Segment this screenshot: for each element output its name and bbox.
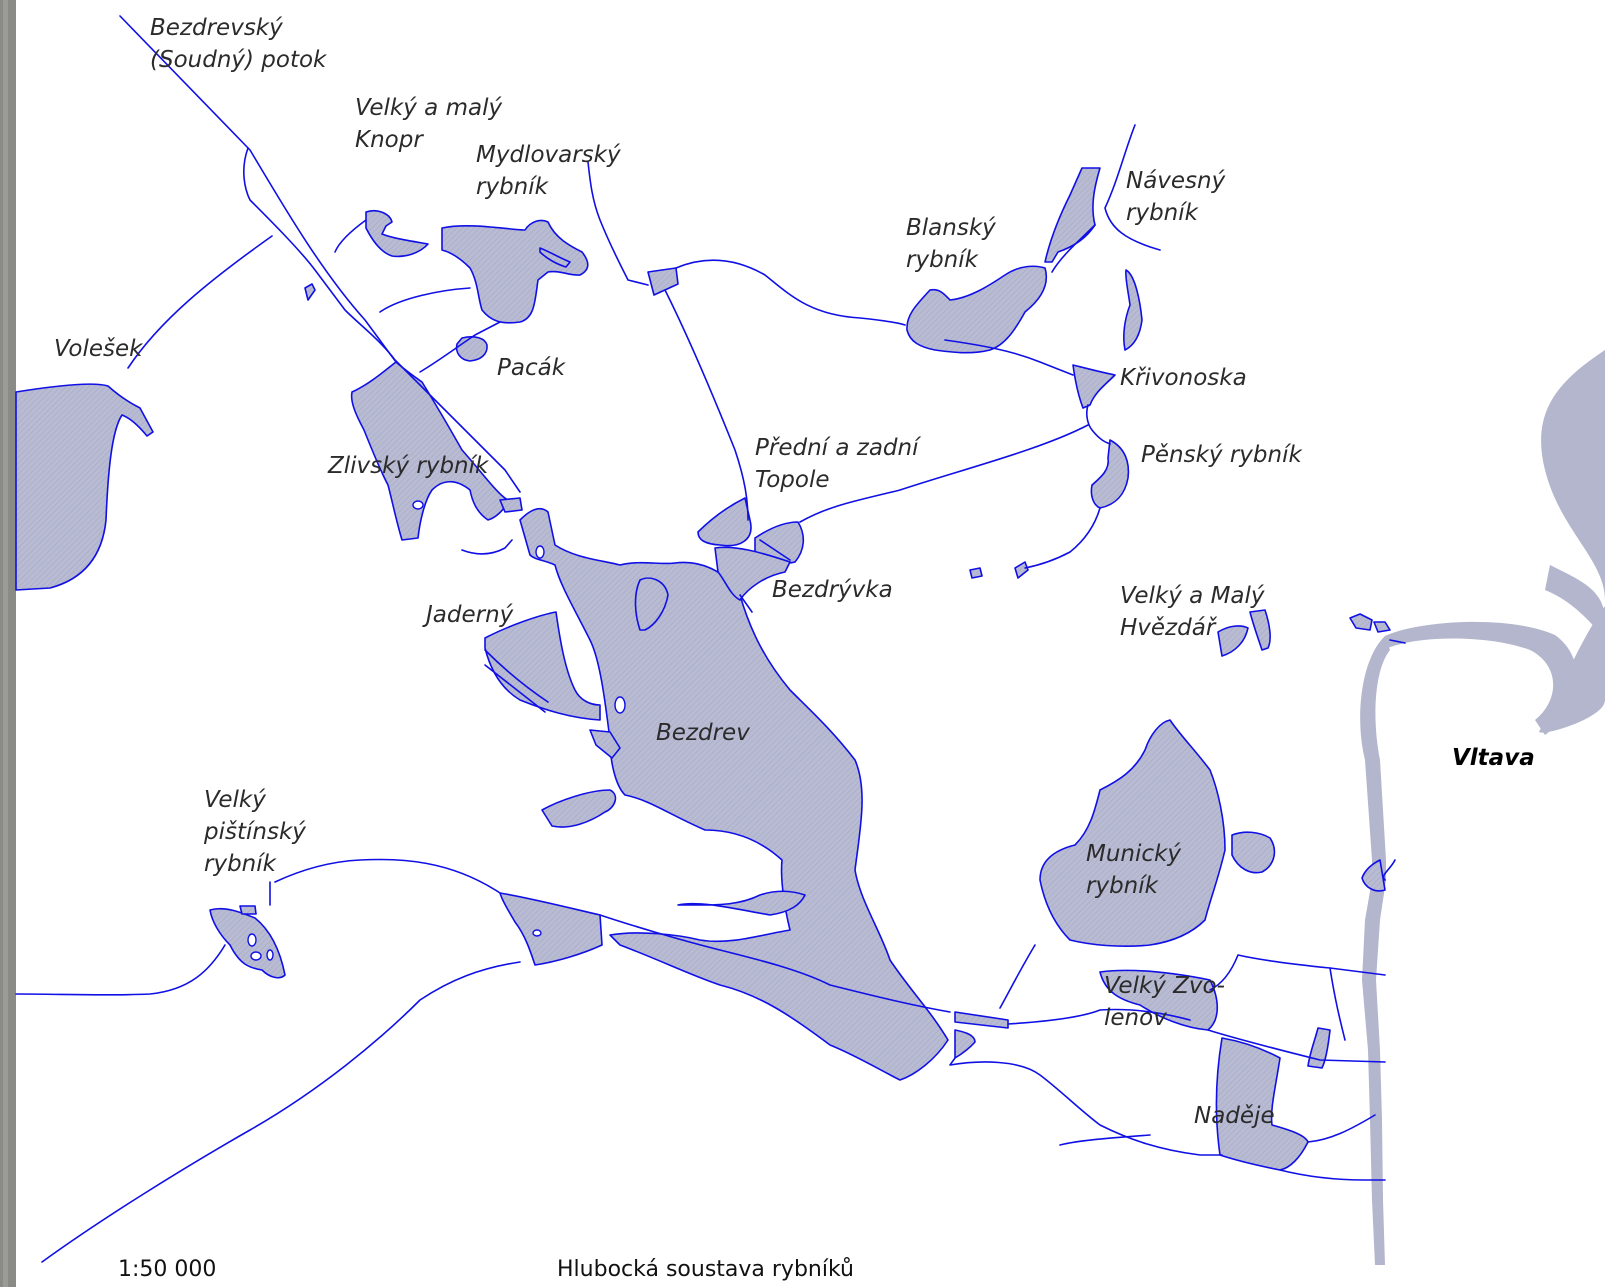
pond-bezdrev-outlet xyxy=(954,1011,1009,1059)
pond-tiny-3 xyxy=(1014,561,1029,579)
label-pensky: Pěnský rybník xyxy=(1141,442,1302,468)
pond-pacak xyxy=(455,336,488,362)
label-bezdrev: Bezdrev xyxy=(656,720,750,746)
pond-topole-1 xyxy=(697,497,752,547)
pond-tiny-2 xyxy=(969,567,983,579)
label-bezdryvka: Bezdrývka xyxy=(772,577,893,603)
pond-hvezdar-east xyxy=(1349,613,1391,633)
label-vltava: Vltava xyxy=(1452,745,1535,771)
pond-small-mydlo xyxy=(647,267,679,296)
pond-bezdrev xyxy=(519,508,949,1081)
label-krivonoska: Křivonoska xyxy=(1120,365,1247,391)
pond-jaderny xyxy=(484,611,601,721)
pond-pensky xyxy=(1090,439,1130,509)
map-title: Hlubocká soustava rybníků xyxy=(557,1257,854,1282)
pond-tiny-1 xyxy=(304,283,316,301)
pond-jaderny-south xyxy=(589,729,621,759)
pond-bezdrev-arm xyxy=(677,890,806,916)
pond-municky xyxy=(1039,719,1226,947)
map-scale: 1:50 000 xyxy=(118,1257,217,1282)
pond-bezdryvka xyxy=(714,546,791,601)
islands xyxy=(247,500,626,961)
label-volesek: Volešek xyxy=(54,336,143,362)
pond-bezdrev-sw xyxy=(541,789,617,828)
label-pacak: Pacák xyxy=(497,355,566,381)
pond-navesny xyxy=(1044,167,1101,263)
pond-municky-east xyxy=(1231,831,1276,874)
pond-vltava-west xyxy=(1361,859,1386,892)
pond-zvolenov-east xyxy=(1307,1027,1331,1069)
pond-central-south xyxy=(499,892,603,966)
pond-krivonoska xyxy=(1072,364,1116,409)
label-nadeje: Naděje xyxy=(1194,1103,1275,1129)
label-bezdrevsky-potok: Bezdrevský(Soudný) potok xyxy=(150,15,327,73)
ponds xyxy=(15,167,1391,1171)
vltava-river xyxy=(1360,350,1605,1265)
label-jaderny: Jaderný xyxy=(426,602,514,628)
label-velky-zvolenov: Velký Zvo-lenov xyxy=(1104,973,1225,1031)
label-zlivsky: Zlivský rybník xyxy=(328,453,489,479)
pond-blansky xyxy=(906,265,1047,354)
pond-zlivsky xyxy=(350,361,509,541)
pond-pistinsky xyxy=(209,907,286,979)
pond-knopr xyxy=(365,209,429,258)
pond-volesek xyxy=(15,383,154,591)
pond-mydlovarsky xyxy=(441,219,589,324)
pond-hvezdar-1 xyxy=(1217,625,1249,657)
pond-navesny-east xyxy=(1123,269,1143,351)
pond-hvezdar-2 xyxy=(1249,609,1271,651)
pond-small-zliv xyxy=(499,497,523,513)
pond-pistinsky-small xyxy=(239,905,257,915)
streams xyxy=(15,15,1406,1263)
